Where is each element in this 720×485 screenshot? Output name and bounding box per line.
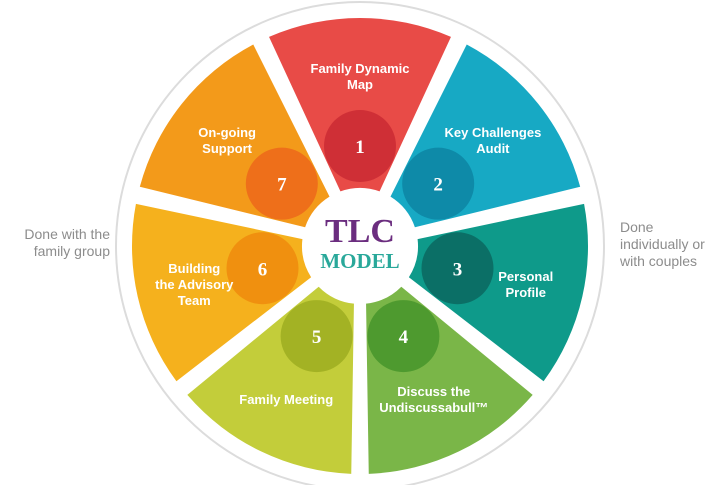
segment-number: 2 bbox=[433, 175, 443, 196]
segment-label-line: Audit bbox=[476, 141, 510, 156]
segment-label-line: On-going bbox=[198, 125, 256, 140]
segment-number: 4 bbox=[399, 327, 409, 348]
segment-number: 3 bbox=[453, 259, 463, 280]
segment-number-bubble bbox=[324, 110, 396, 182]
segment-number-bubble bbox=[421, 232, 494, 305]
segment-label-line: Family Meeting bbox=[239, 392, 333, 407]
segment-label-line: Profile bbox=[506, 285, 546, 300]
segment-number-bubble bbox=[226, 232, 299, 305]
segment-label-line: Support bbox=[202, 141, 252, 156]
left-note-line: family group bbox=[33, 243, 110, 259]
segment-label-line: Undiscussabull™ bbox=[379, 400, 488, 415]
left-side-note: Done with the family group bbox=[6, 226, 110, 260]
left-note-line: Done with the bbox=[24, 226, 110, 242]
segment-label-line: Family Dynamic bbox=[311, 61, 410, 76]
segment-number-bubble bbox=[280, 300, 353, 373]
right-note-line: Done bbox=[620, 219, 654, 235]
segment-label-line: Team bbox=[178, 293, 211, 308]
model-title-line1: TLC bbox=[325, 213, 395, 250]
segment-label-line: Key Challenges bbox=[444, 125, 541, 140]
outer-ring bbox=[115, 1, 605, 485]
segment-number: 6 bbox=[258, 259, 268, 280]
segment-wedge bbox=[269, 18, 451, 192]
segment-number: 5 bbox=[312, 327, 322, 348]
right-note-line: individually or bbox=[620, 236, 705, 252]
segment-number: 1 bbox=[355, 137, 365, 158]
segment-label-line: the Advisory bbox=[155, 277, 234, 292]
segment-label-line: Discuss the bbox=[397, 384, 470, 399]
segment-label-line: Personal bbox=[498, 269, 553, 284]
right-note-line: with couples bbox=[620, 253, 698, 269]
segment-label-line: Map bbox=[347, 77, 373, 92]
segment-label-line: Building bbox=[168, 261, 220, 276]
model-title-line2: MODEL bbox=[320, 249, 399, 273]
segment-number-bubble bbox=[402, 147, 475, 220]
segment-number-bubble bbox=[245, 147, 318, 220]
segment-number-bubble bbox=[367, 300, 440, 373]
segment-number: 7 bbox=[277, 175, 287, 196]
right-side-note: Done individually or with couples bbox=[620, 219, 720, 270]
